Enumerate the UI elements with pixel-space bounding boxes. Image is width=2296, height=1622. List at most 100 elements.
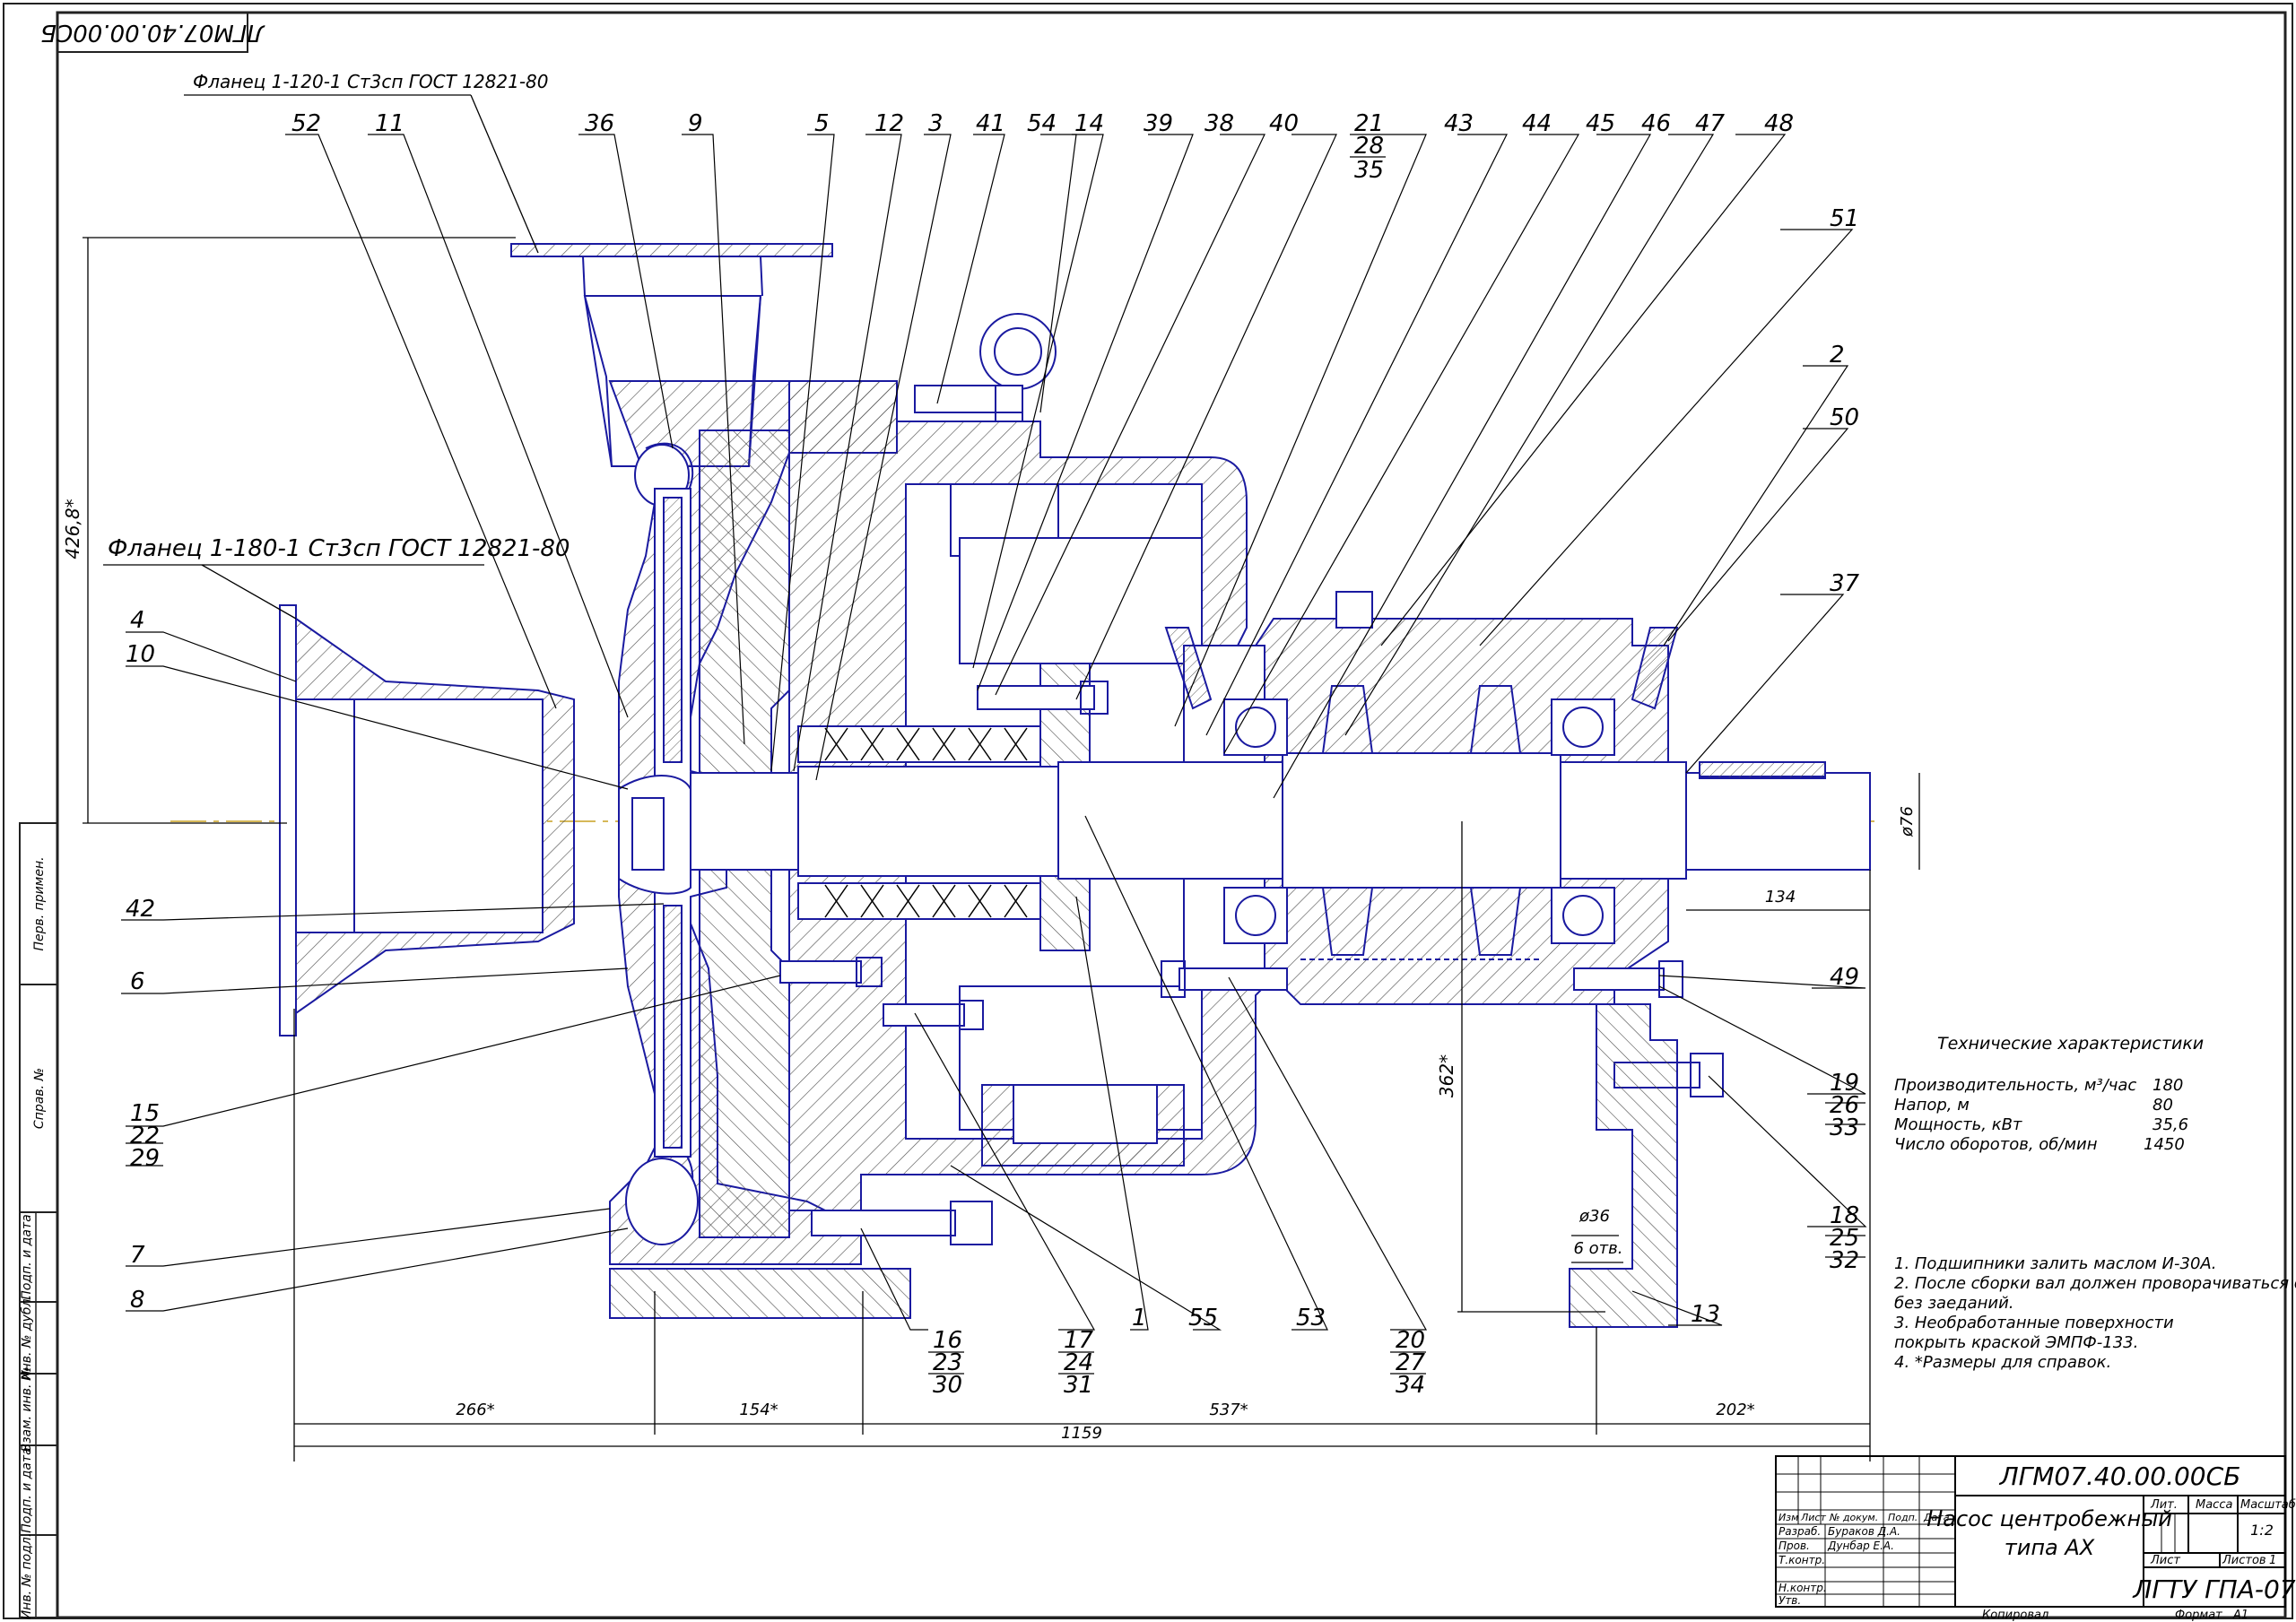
notes: 1. Подшипники залить маслом И-30А. 2. По… [1894, 1254, 2296, 1372]
dim-134: 134 [1765, 888, 1796, 906]
callout: 49 [1830, 964, 1859, 991]
callout: 50 [1830, 404, 1859, 431]
callout: 38 [1205, 110, 1234, 137]
side-strip: Перв. примен. Справ. № Подп. и дата Инв.… [19, 822, 58, 1619]
leader-lines [121, 134, 1867, 1375]
svg-text:Утв.: Утв. [1779, 1594, 1801, 1607]
callout: 53 [1296, 1305, 1326, 1331]
callout: 22 [130, 1123, 160, 1149]
dim-154: 154* [739, 1401, 778, 1419]
callout: 33 [1830, 1115, 1859, 1141]
callout: 6 [130, 968, 145, 995]
spec-value: 1450 [2144, 1135, 2185, 1154]
callout: 51 [1830, 205, 1859, 232]
note-line: 1. Подшипники залить маслом И-30А. [1894, 1254, 2216, 1273]
dim-1159: 1159 [1061, 1424, 1102, 1443]
svg-text:Инв. № дубл.: Инв. № дубл. [20, 1295, 34, 1381]
callout: 37 [1830, 570, 1860, 597]
callout: 46 [1641, 110, 1671, 137]
svg-text:Масштаб: Масштаб [2240, 1498, 2296, 1512]
svg-text:Дунбар Е.А.: Дунбар Е.А. [1827, 1540, 1894, 1552]
svg-text:Копировал: Копировал [1982, 1609, 2048, 1622]
dim-537: 537* [1209, 1401, 1248, 1419]
dim-362: 362* [1436, 1054, 1457, 1097]
callout: 14 [1074, 110, 1104, 137]
svg-text:Масса: Масса [2196, 1498, 2232, 1512]
callout: 13 [1691, 1301, 1720, 1328]
dimensions [83, 237, 1920, 1462]
note-line: 3. Необработанные поверхности [1894, 1314, 2174, 1332]
svg-text:1:2: 1:2 [2250, 1522, 2274, 1539]
dimension-labels: 426,8* 362* ø76 134 ø36 6 отв. 266* 154*… [62, 499, 1917, 1443]
spec-value: 80 [2152, 1096, 2173, 1115]
callout: 3 [928, 110, 944, 137]
title-block-text: ЛГМ07.40.00.00СБ Насос центробежный типа… [1779, 1462, 2296, 1622]
dim-266: 266* [456, 1401, 494, 1419]
callout: 41 [976, 110, 1005, 137]
svg-text:№ докум.: № докум. [1829, 1512, 1878, 1523]
callout: 47 [1695, 110, 1726, 137]
svg-text:Пров.: Пров. [1779, 1540, 1810, 1552]
callout: 1 [1132, 1305, 1147, 1331]
product-name-2: типа АХ [2005, 1535, 2095, 1560]
svg-text:Подп. и дата: Подп. и дата [20, 1447, 34, 1532]
dim-holes: 6 отв. [1573, 1239, 1622, 1258]
svg-text:Изм: Изм [1779, 1512, 1798, 1523]
callout: 19 [1830, 1070, 1859, 1097]
spec-label: Мощность, кВт [1894, 1115, 2022, 1134]
callout: 28 [1354, 133, 1384, 160]
note-line: 2. После сборки вал должен проворачивать… [1894, 1274, 2296, 1293]
callout: 34 [1396, 1372, 1425, 1399]
callout: 10 [126, 641, 155, 668]
callout: 36 [585, 110, 614, 137]
svg-text:Т.контр.: Т.контр. [1779, 1554, 1825, 1566]
callout: 44 [1522, 110, 1552, 137]
dim-202: 202* [1716, 1401, 1754, 1419]
spec-value: 35,6 [2152, 1115, 2188, 1134]
svg-text:Формат: Формат [2175, 1609, 2222, 1622]
svg-text:Справ. №: Справ. № [32, 1068, 47, 1129]
callout: 31 [1064, 1372, 1093, 1399]
callout: 21 [1354, 110, 1384, 137]
flange-top-label: Фланец 1-120-1 Ст3сп ГОСТ 12821-80 [193, 71, 549, 92]
callout: 40 [1269, 110, 1299, 137]
svg-text:Бураков Д.А.: Бураков Д.А. [1828, 1525, 1900, 1538]
callout: 27 [1396, 1349, 1426, 1376]
stamp-top: ЛГМ07.40.00.00СБ [40, 12, 265, 53]
callout: 45 [1586, 110, 1615, 137]
organization: ЛГТУ ГПА-07 [2132, 1574, 2295, 1604]
tech-specs: Технические характеристики Производитель… [1894, 1034, 2204, 1154]
callout: 18 [1830, 1202, 1859, 1229]
pump-section [170, 243, 1879, 1328]
callout: 8 [130, 1287, 145, 1314]
flange-notes: Фланец 1-120-1 Ст3сп ГОСТ 12821-80 Флане… [103, 71, 570, 620]
dim-d36: ø36 [1578, 1207, 1610, 1226]
svg-text:Перв. примен.: Перв. примен. [32, 856, 47, 950]
svg-text:Дата: Дата [1923, 1512, 1950, 1523]
spec-label: Производительность, м³/час [1894, 1076, 2136, 1095]
callout: 43 [1444, 110, 1474, 137]
designation: ЛГМ07.40.00.00СБ [1999, 1462, 2241, 1491]
callouts-top: 52 11 36 9 5 12 3 41 54 14 39 38 40 21 2… [291, 110, 1794, 184]
callout: 9 [688, 110, 703, 137]
callout: 12 [874, 110, 904, 137]
title-block [1775, 1455, 2286, 1608]
callout: 25 [1830, 1225, 1859, 1252]
dim-426: 426,8* [62, 499, 83, 559]
callout: 26 [1830, 1092, 1859, 1119]
svg-text:Подп. и дата: Подп. и дата [20, 1214, 34, 1299]
callout: 4 [130, 607, 145, 634]
svg-text:Разраб.: Разраб. [1779, 1525, 1821, 1538]
spec-value: 180 [2152, 1076, 2183, 1095]
flange-left-label: Фланец 1-180-1 Ст3сп ГОСТ 12821-80 [108, 535, 570, 562]
callout: 54 [1027, 110, 1057, 137]
svg-text:А1: А1 [2232, 1609, 2248, 1622]
note-line: покрыть краской ЭМПФ-133. [1894, 1333, 2138, 1352]
svg-text:Лист: Лист [2150, 1554, 2180, 1567]
svg-text:Листов: Листов [2222, 1554, 2266, 1567]
callout: 23 [933, 1349, 962, 1376]
callout: 48 [1764, 110, 1794, 137]
callout: 2 [1830, 342, 1845, 369]
callout: 55 [1188, 1305, 1218, 1331]
